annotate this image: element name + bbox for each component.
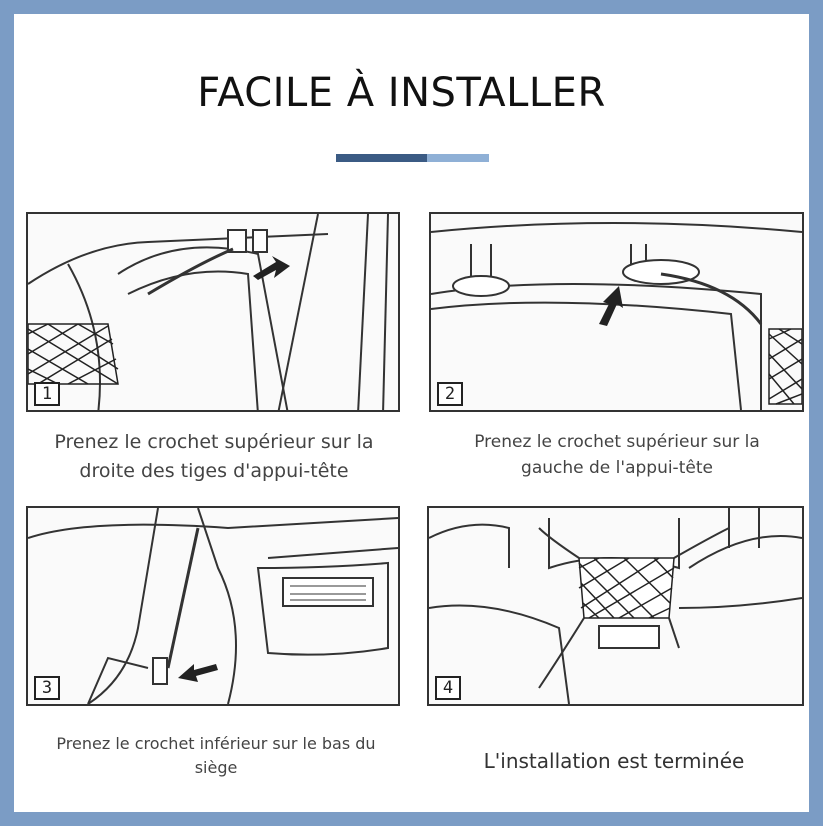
step-2-number: 2 (437, 382, 463, 406)
step-4-illustration: 4 (427, 506, 804, 706)
page-title: FACILE À INSTALLER (197, 70, 606, 116)
step-4-number: 4 (435, 676, 461, 700)
title-divider-dark (336, 154, 427, 162)
seat-back-right-hook-drawing (28, 214, 389, 410)
title-divider-light (427, 154, 489, 162)
step-3-number: 3 (34, 676, 60, 700)
step-2-caption: Prenez le crochet supérieur sur la gauch… (474, 432, 760, 478)
seat-bottom-hook-drawing (28, 508, 398, 704)
step-1-illustration: 1 (26, 212, 400, 412)
step-3-caption: Prenez le crochet inférieur sur le bas d… (56, 734, 376, 777)
seat-back-left-hook-drawing (431, 222, 802, 410)
step-1-caption: Prenez le crochet supérieur sur la droit… (54, 431, 374, 482)
installed-net-drawing (429, 508, 802, 704)
step-1-number: 1 (34, 382, 60, 406)
step-3-illustration: 3 (26, 506, 400, 706)
step-4-caption: L'installation est terminée (483, 749, 745, 773)
content-frame: FACILE À INSTALLER 1 (14, 14, 809, 812)
step-2-illustration: 2 (429, 212, 804, 412)
